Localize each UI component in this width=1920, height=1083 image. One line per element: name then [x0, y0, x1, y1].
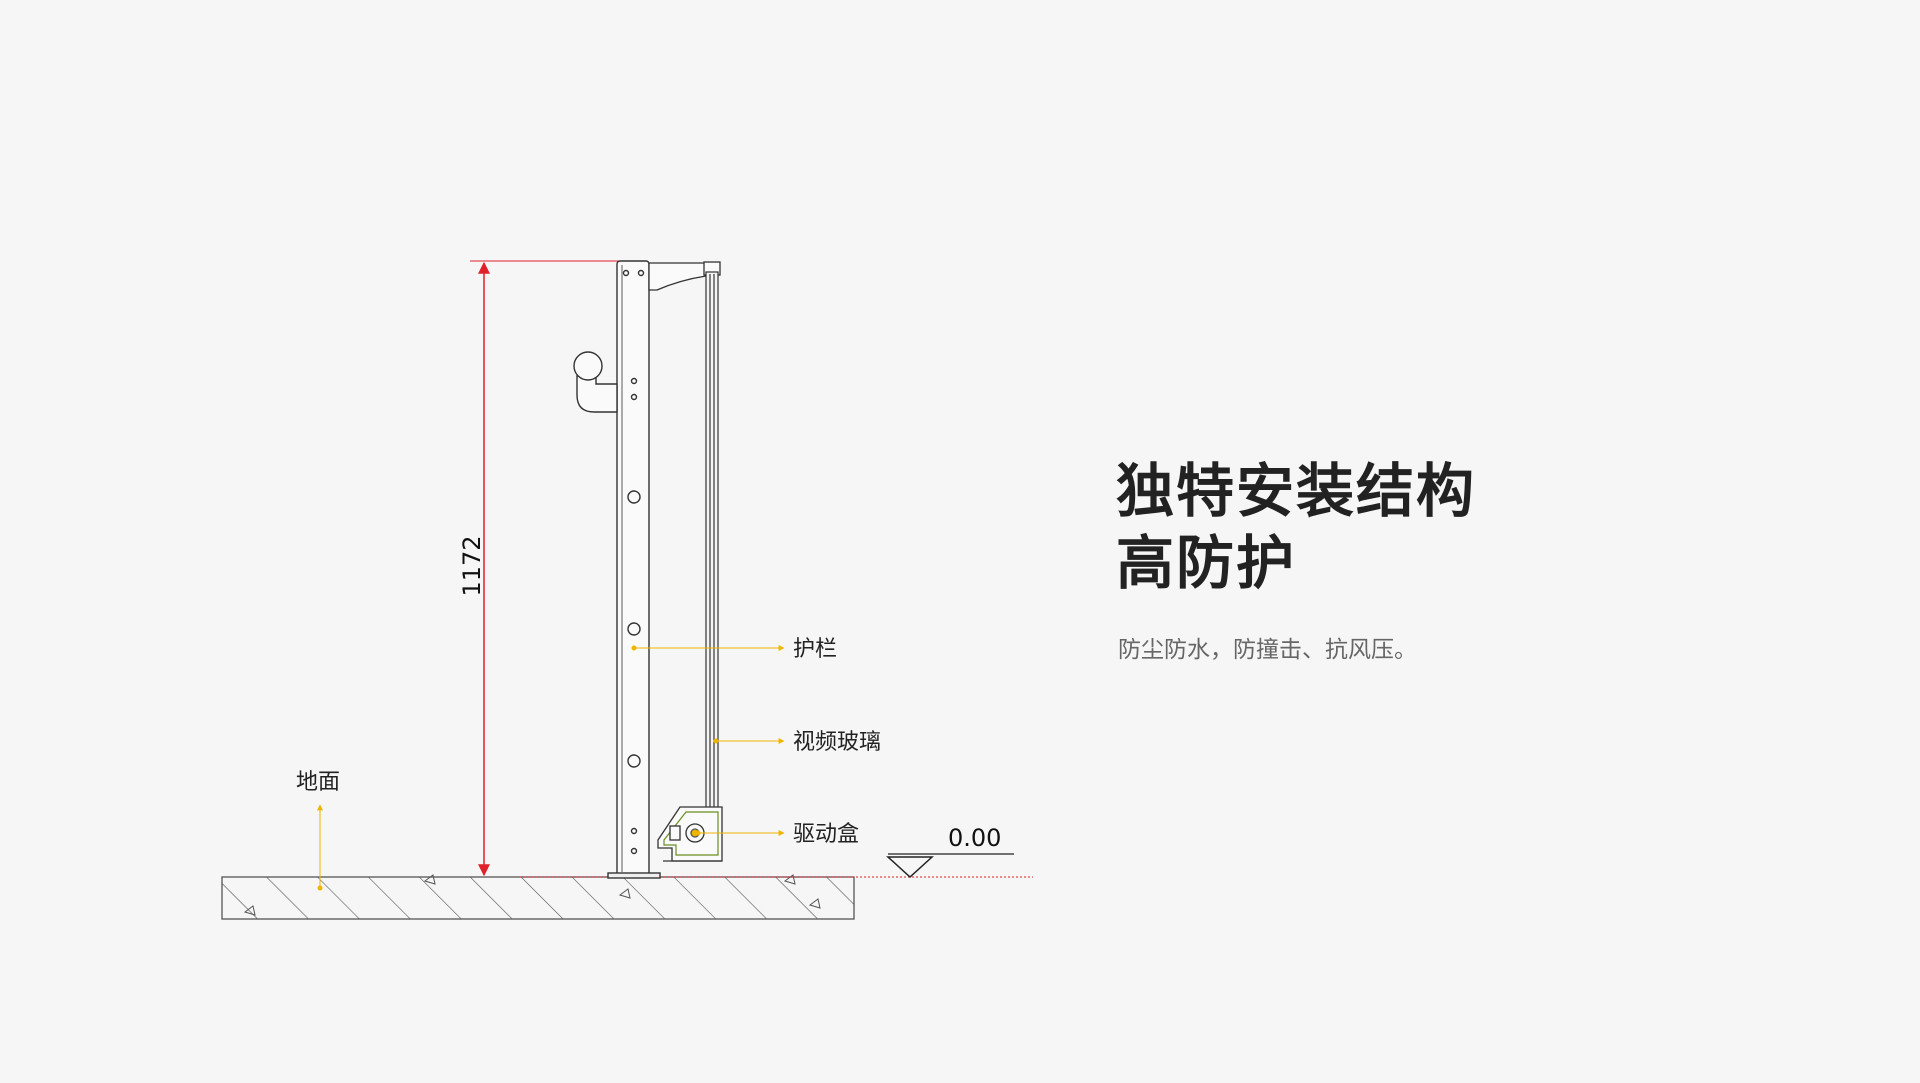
height-dimension: 1172	[458, 260, 622, 877]
level-mark-text: 0.00	[948, 824, 1001, 852]
headline-line-1: 独特安装结构	[1116, 457, 1477, 525]
headline-line-2: 高防护	[1116, 529, 1297, 597]
leader-glass	[713, 738, 785, 744]
leader-ground	[317, 804, 323, 891]
ground-slab	[221, 874, 855, 920]
label-video-glass: 视频玻璃	[793, 730, 881, 755]
drive-box	[657, 806, 723, 862]
label-ground: 地面	[296, 770, 340, 795]
height-dimension-text: 1172	[458, 535, 486, 596]
leader-drive-box	[695, 830, 785, 836]
handrail-bracket	[573, 351, 618, 413]
label-drive-box: 驱动盒	[793, 822, 859, 847]
leader-railing	[631, 645, 785, 651]
headline: 独特安装结构 高防护	[1116, 455, 1476, 599]
feature-description: 防尘防水，防撞击、抗风压。	[1118, 637, 1417, 663]
level-mark: 0.00	[886, 824, 1014, 879]
railing-post	[607, 260, 661, 879]
label-railing: 护栏	[793, 637, 837, 662]
video-glass-panel	[705, 271, 719, 811]
